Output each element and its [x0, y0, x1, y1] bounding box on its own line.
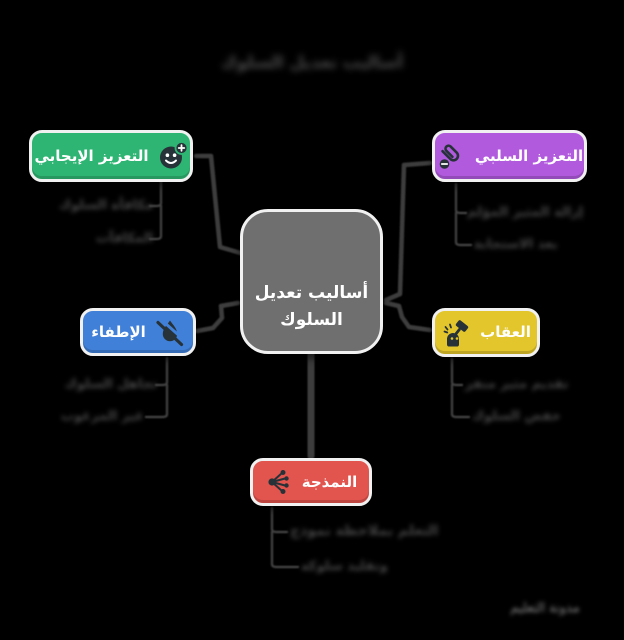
- node-punishment[interactable]: العقاب: [432, 308, 540, 357]
- central-node-label: أساليب تعديل السلوك: [254, 283, 369, 330]
- sub-label-modeling-1[interactable]: التعلم بملاحظة نموذج: [290, 523, 439, 539]
- sub-label-positive-2[interactable]: المكافآت: [96, 231, 153, 246]
- flame-off-icon: [155, 317, 185, 347]
- node-label: التعزيز السلبي: [474, 146, 584, 165]
- central-node[interactable]: أساليب تعديل السلوك: [240, 209, 383, 354]
- node-modeling[interactable]: النمذجة: [250, 458, 372, 506]
- smiley-plus-icon: [158, 141, 188, 171]
- sub-label-punishment-2[interactable]: خفض السلوك: [472, 409, 561, 424]
- node-label: العقاب: [480, 323, 531, 341]
- paperclip-minus-icon: [436, 141, 466, 171]
- sub-label-positive-1[interactable]: مكافأة السلوك: [58, 198, 153, 213]
- watermark: مدونة التعليم: [510, 601, 580, 616]
- sub-label-extinction-1[interactable]: تجاهل السلوك: [64, 377, 157, 392]
- sub-label-negative-2[interactable]: بعد الاستجابة: [474, 237, 558, 252]
- map-title: أساليب تعديل السلوك: [220, 53, 404, 73]
- node-negative-reinforcement[interactable]: التعزيز السلبي: [432, 130, 587, 182]
- connector-positive: [193, 153, 247, 257]
- share-hub-icon: [265, 468, 293, 496]
- connector-punishment: [383, 300, 433, 333]
- sub-label-negative-1[interactable]: إزالة المثير المؤلم: [467, 205, 584, 220]
- node-label: الإطفاء: [91, 322, 146, 341]
- node-extinction[interactable]: الإطفاء: [80, 308, 196, 356]
- sub-label-punishment-1[interactable]: تقديم مثير منفر: [465, 377, 569, 392]
- node-label: النمذجة: [301, 472, 358, 491]
- node-label: التعزيز الإيجابي: [34, 146, 149, 165]
- connector-extinction: [194, 300, 241, 334]
- connector-negative: [383, 160, 433, 303]
- sub-label-modeling-2[interactable]: وتقليد سلوكه: [301, 559, 388, 574]
- sub-label-extinction-2[interactable]: غير المرغوب: [60, 409, 144, 424]
- node-positive-reinforcement[interactable]: التعزيز الإيجابي: [29, 130, 193, 182]
- gavel-hit-icon: [441, 318, 471, 348]
